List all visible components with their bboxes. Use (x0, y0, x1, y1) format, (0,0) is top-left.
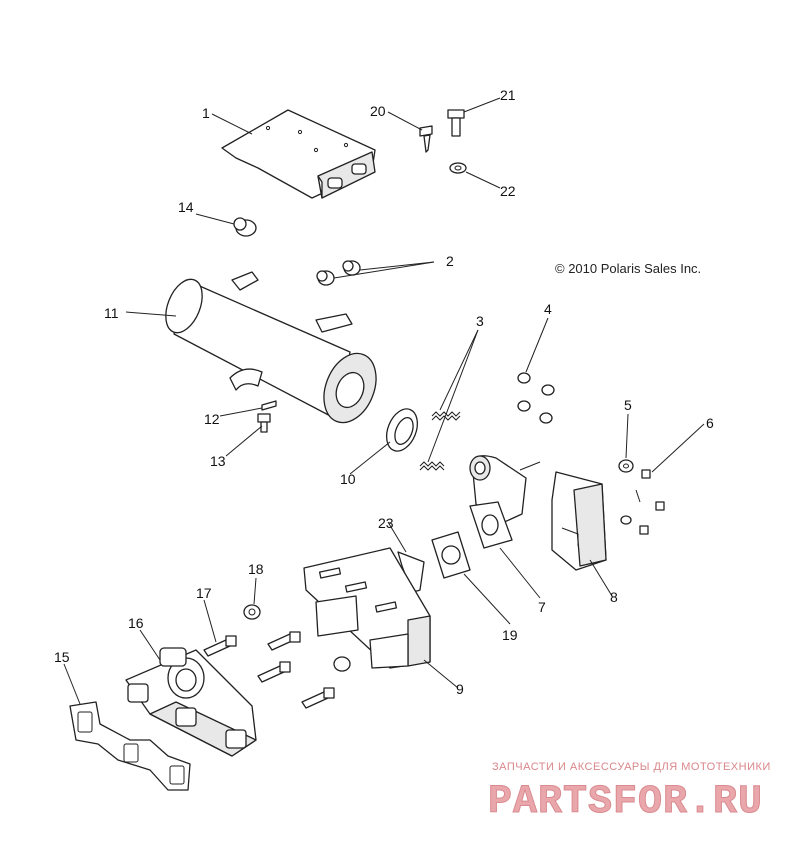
part-22-nut (449, 162, 467, 174)
callout-20: 20 (370, 103, 386, 119)
part-12-clip (261, 400, 277, 411)
part-8-heat-shield (551, 471, 607, 571)
part-21-bolt (447, 109, 465, 137)
part-18-nut (243, 604, 261, 620)
part-3-springs (419, 411, 461, 471)
copyright-text: © 2010 Polaris Sales Inc. (555, 261, 701, 276)
watermark: ЗАПЧАСТИ И АКСЕССУАРЫ ДЛЯ МОТОТЕХНИКИ PA… (488, 761, 771, 826)
callout-3: 3 (476, 313, 484, 329)
part-13-bolt (257, 413, 271, 433)
part-10-gasket (385, 408, 419, 452)
part-16-manifold (125, 647, 257, 757)
callout-8: 8 (610, 589, 618, 605)
part-11-muffler (165, 271, 377, 424)
callout-labels: 1 2 3 4 5 6 7 8 9 10 11 12 13 14 15 16 1… (54, 87, 714, 697)
callout-22: 22 (500, 183, 516, 199)
callout-13: 13 (210, 453, 226, 469)
watermark-logo: PARTSFOR.RU (488, 780, 763, 825)
callout-9: 9 (456, 681, 464, 697)
callout-23: 23 (378, 515, 394, 531)
callout-14: 14 (178, 199, 194, 215)
part-1-bracket (221, 109, 376, 199)
leader-lines (63, 97, 705, 705)
callout-2: 2 (446, 253, 454, 269)
part-19-gasket (431, 531, 471, 579)
callout-19: 19 (502, 627, 518, 643)
part-4-nuts (517, 372, 555, 424)
part-15-gasket (69, 701, 191, 791)
callout-7: 7 (538, 599, 546, 615)
part-2-grommets (316, 260, 361, 286)
callout-11: 11 (104, 305, 119, 321)
part-7-exhaust-pipe (469, 455, 541, 549)
part-14-grommet (233, 217, 257, 237)
callout-17: 17 (196, 585, 212, 601)
callout-6: 6 (706, 415, 714, 431)
callout-4: 4 (544, 301, 552, 317)
callout-1: 1 (202, 105, 210, 121)
watermark-tagline: ЗАПЧАСТИ И АКСЕССУАРЫ ДЛЯ МОТОТЕХНИКИ (492, 761, 771, 773)
part-20-bolt (419, 125, 433, 153)
part-17-studs (203, 631, 351, 709)
callout-16: 16 (128, 615, 144, 631)
callout-21: 21 (500, 87, 516, 103)
part-9-lower-shield (303, 547, 431, 669)
callout-18: 18 (248, 561, 264, 577)
callout-5: 5 (624, 397, 632, 413)
callout-12: 12 (204, 411, 220, 427)
callout-10: 10 (340, 471, 356, 487)
part-5-washer (618, 459, 634, 473)
part-6-bolts (620, 469, 665, 535)
callout-15: 15 (54, 649, 70, 665)
